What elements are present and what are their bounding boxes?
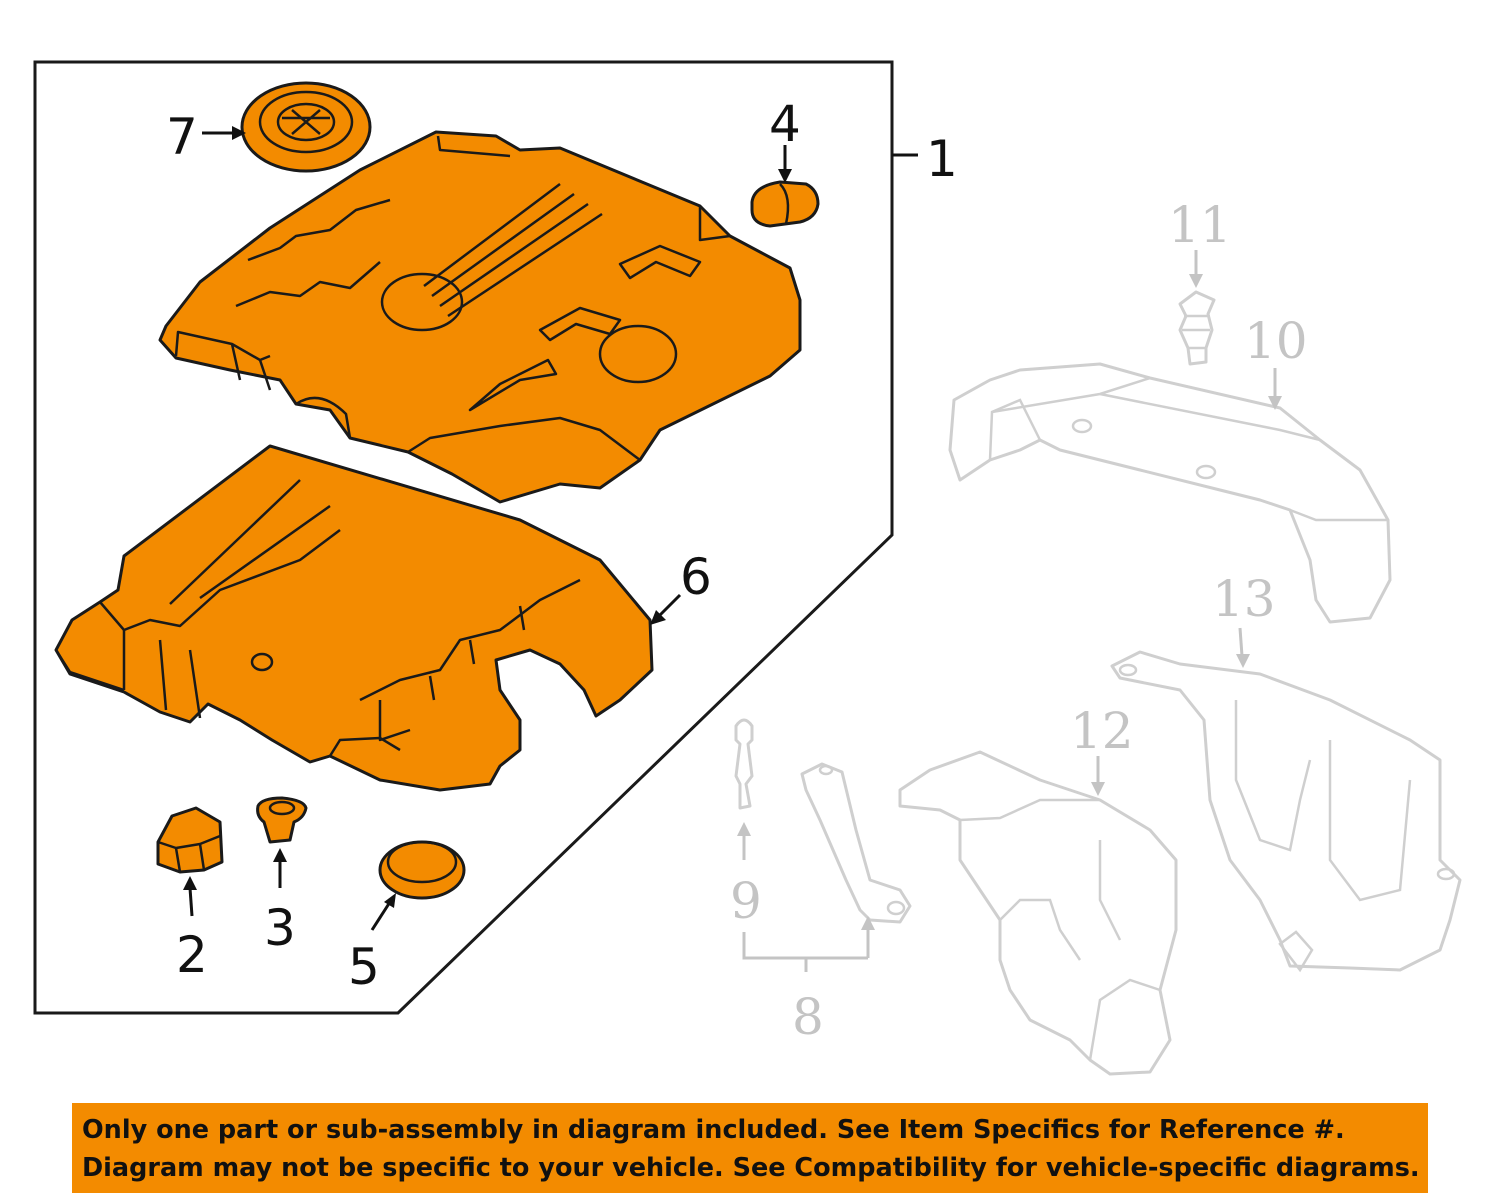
callout-10-arrowhead [1268, 396, 1282, 410]
part-7-cap [240, 81, 372, 173]
callout-7: 7 [166, 108, 198, 166]
callout-12-arrowhead [1091, 782, 1105, 796]
callout-3: 3 [264, 899, 296, 957]
callout-11: 11 [1168, 196, 1232, 254]
disclaimer-line-1: Only one part or sub-assembly in diagram… [82, 1115, 1345, 1145]
callout-2-arrow [188, 887, 194, 917]
callout-5: 5 [348, 938, 380, 996]
callout-8-arrowhead [861, 916, 875, 930]
callout-5-arrow [370, 901, 392, 931]
callout-6: 6 [680, 548, 712, 606]
disclaimer-banner: Only one part or sub-assembly in diagram… [72, 1103, 1428, 1193]
callout-13: 13 [1212, 570, 1276, 628]
part-2-insulator [156, 806, 224, 874]
part-5-seal [378, 840, 466, 900]
callout-6-arrowhead [650, 610, 666, 625]
part-11-ghost [1178, 290, 1216, 366]
callout-11-arrowhead [1189, 274, 1203, 288]
part-10-ghost [948, 362, 1392, 624]
assembly-frame [33, 60, 894, 1015]
callout-12: 12 [1070, 702, 1134, 760]
callout-8-bracket [742, 932, 868, 972]
callout-2: 2 [176, 926, 208, 984]
part-1-engine-cover [158, 130, 802, 504]
callout-2-arrowhead [183, 876, 197, 890]
part-4-insulator [750, 180, 820, 228]
callout-10: 10 [1244, 312, 1308, 370]
callout-4: 4 [769, 95, 801, 153]
callout-9-arrowhead [737, 822, 751, 836]
callout-4-arrowhead [778, 169, 792, 183]
callout-6-arrow [656, 593, 682, 619]
callout-13-arrow [1238, 627, 1244, 657]
callout-3-arrowhead [273, 848, 287, 862]
callout-1: 1 [926, 130, 958, 188]
callout-8: 8 [792, 988, 824, 1046]
part-12-ghost [898, 750, 1178, 1076]
callout-7-arrowhead [232, 126, 246, 140]
disclaimer-line-2: Diagram may not be specific to your vehi… [82, 1153, 1420, 1183]
part-13-ghost [1110, 650, 1462, 973]
part-9-ghost [734, 718, 754, 810]
callout-5-arrowhead [384, 893, 396, 908]
part-6-lower-cover [54, 444, 654, 792]
callout-13-arrowhead [1236, 654, 1250, 668]
part-3-grommet [256, 796, 308, 844]
part-8-bracket-ghost [800, 762, 912, 924]
parts-diagram: 1 2 3 4 5 6 7 8 9 10 11 12 13 [33, 60, 1462, 1076]
callout-9: 9 [730, 872, 762, 930]
